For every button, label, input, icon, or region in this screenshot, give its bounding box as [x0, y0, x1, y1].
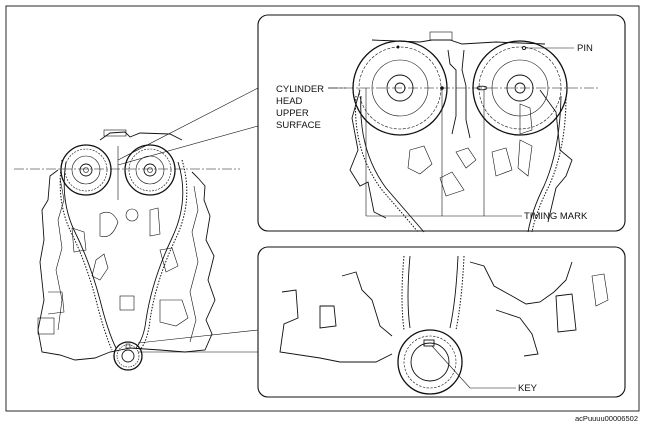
- detail-block-rib-right: [591, 273, 609, 307]
- block-inner-left: [55, 177, 65, 331]
- detail-block-left: [279, 289, 393, 363]
- detail-right-cam-pulley: [472, 40, 568, 136]
- detail-head-ribs: [517, 103, 533, 177]
- block-port-7: [159, 247, 179, 273]
- head-top-outline: [99, 131, 183, 141]
- outer-border: [5, 5, 640, 412]
- figure-code: acPuuuu00006502: [575, 414, 638, 423]
- pin-marker: [521, 45, 527, 51]
- block-port-1: [47, 291, 65, 315]
- cylinder-head-label-line-2: HEAD: [276, 96, 303, 107]
- detail-block-port-right: [555, 293, 577, 333]
- camshaft-detail-frame: [257, 14, 626, 232]
- block-port-2: [37, 317, 55, 335]
- leader-bottom-detail-1: [137, 329, 259, 344]
- crank-pulley: [113, 341, 143, 371]
- detail-centre-casting: [447, 49, 471, 139]
- block-port-6: [91, 253, 109, 281]
- block-outline: [37, 169, 216, 361]
- engine-front-view: [14, 87, 259, 371]
- detail-belt-down-left-inner: [407, 255, 411, 329]
- crankshaft-detail: [257, 246, 626, 398]
- detail-head-top: [371, 39, 546, 45]
- detail-crank-sprocket: [397, 329, 463, 395]
- pin-label: PIN: [577, 43, 593, 54]
- block-port-8: [149, 207, 161, 237]
- detail-head-body: [349, 89, 573, 223]
- camshaft-detail: [257, 14, 626, 233]
- belt-tensioner: [99, 211, 119, 237]
- crankshaft-detail-frame: [257, 246, 626, 398]
- block-port-5: [71, 227, 87, 253]
- cylinder-head-label-line-4: SURFACE: [276, 120, 321, 131]
- key-label: KEY: [518, 383, 538, 394]
- cylinder-head-label-line-3: UPPER: [276, 108, 309, 119]
- detail-belt-right-inner: [527, 95, 562, 233]
- detail-block-web-left: [341, 271, 393, 337]
- block-port-4: [159, 299, 189, 327]
- cylinder-head-label-line-1: CYLINDER: [276, 84, 324, 95]
- left-cam-pulley: [60, 144, 112, 196]
- detail-belt-down-right-inner: [449, 255, 459, 329]
- timing-mark-top: [396, 45, 400, 49]
- detail-belt-left-inner: [360, 95, 425, 233]
- head-boss: [103, 129, 127, 137]
- crank-key: [423, 339, 435, 347]
- leader-top-detail-2: [117, 125, 259, 166]
- detail-block-right: [469, 261, 573, 357]
- timing-belt-inner: [63, 161, 184, 349]
- key-leader: [431, 345, 516, 389]
- block-inner-right: [189, 185, 199, 343]
- idler-pulley: [125, 208, 139, 222]
- detail-head-ports: [407, 145, 513, 197]
- detail-block-port-left: [319, 305, 337, 329]
- leader-top-detail-1: [117, 87, 259, 161]
- block-port-3: [119, 295, 135, 311]
- timing-mark-label: TIMING MARK: [524, 211, 588, 222]
- detail-belt-right: [531, 95, 567, 233]
- timing-belt: [59, 159, 188, 351]
- timing-mark-right: [476, 85, 488, 91]
